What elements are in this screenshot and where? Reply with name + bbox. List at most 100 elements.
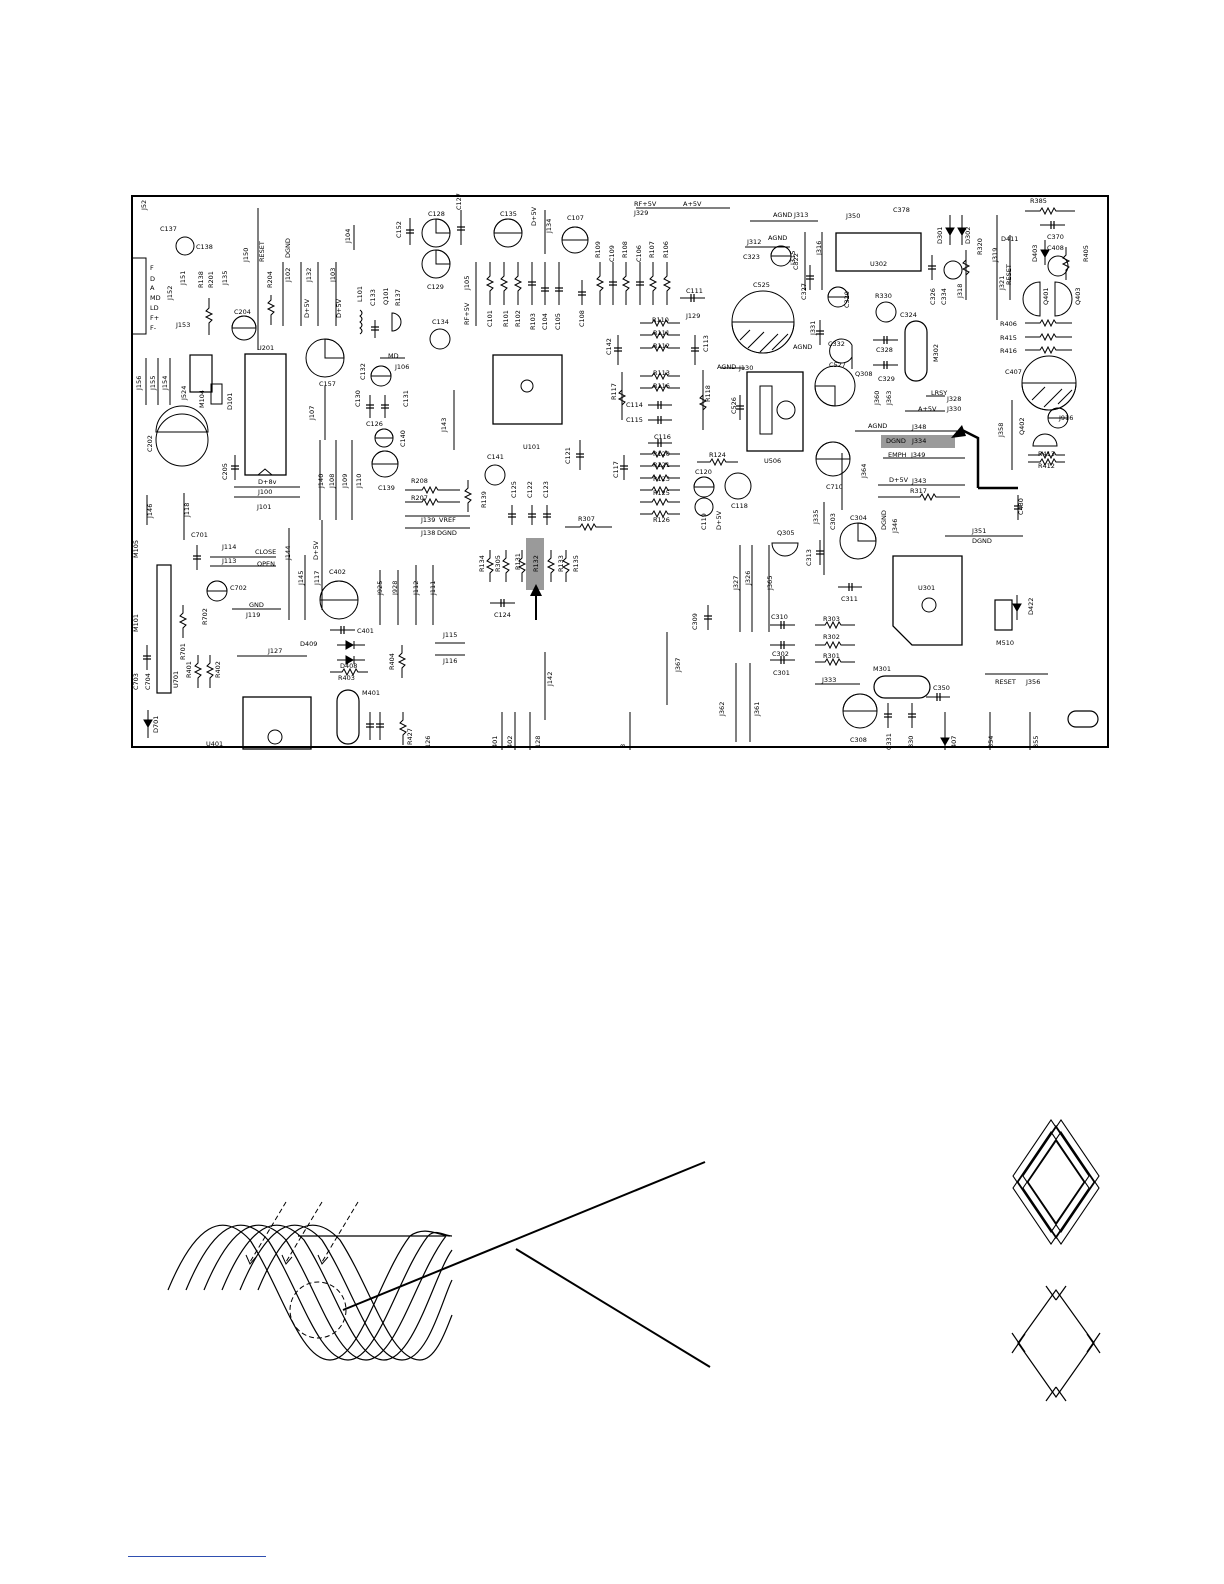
label-j154: J154 xyxy=(161,376,169,391)
label-r320: R320 xyxy=(976,238,984,255)
label-c701: C701 xyxy=(191,531,208,539)
cap-c134 xyxy=(429,328,451,350)
label-j103: J103 xyxy=(329,268,337,283)
label-c118: C118 xyxy=(731,502,748,510)
label-c117: C117 xyxy=(612,461,620,478)
label-c710: C710 xyxy=(826,483,843,491)
cap-c129 xyxy=(421,249,451,279)
label-c322: C322 xyxy=(792,253,800,270)
label-d101: D101 xyxy=(226,393,234,410)
label-j115: J115 xyxy=(442,631,457,639)
label-e-402: 402 xyxy=(506,736,514,748)
label-r111: R111 xyxy=(653,329,670,337)
diodes xyxy=(143,215,1050,750)
label-j106: J106 xyxy=(394,363,409,371)
label-c125: C125 xyxy=(510,481,518,498)
label-d422: D422 xyxy=(1027,598,1035,615)
label-u701: U701 xyxy=(172,671,180,688)
crystal-m401 xyxy=(336,689,360,745)
label-j102: J102 xyxy=(284,268,292,283)
label-c130: C130 xyxy=(354,390,362,407)
label-c204: C204 xyxy=(234,308,251,316)
cap-c126 xyxy=(374,428,394,448)
label-e-401: 401 xyxy=(491,736,499,748)
label-e-354: 354 xyxy=(987,736,995,748)
label-c302: C302 xyxy=(772,650,789,658)
label-j925: J925 xyxy=(376,581,384,596)
label-r132: R132 xyxy=(532,555,540,572)
label-j156: J156 xyxy=(135,376,143,391)
coil-l101 xyxy=(359,309,363,335)
label-c101: C101 xyxy=(486,310,494,327)
label-c137: C137 xyxy=(160,225,177,233)
label-c320: C320 xyxy=(843,291,851,308)
label-r125: R125 xyxy=(653,489,670,497)
label-c327: C327 xyxy=(800,283,808,300)
ic-u101 xyxy=(492,354,563,425)
cap-c139 xyxy=(371,450,399,478)
cap-c157 xyxy=(305,338,345,378)
label-q308: Q308 xyxy=(855,370,873,378)
label-r204: R204 xyxy=(266,271,274,288)
label-net-lrsy: LRSY xyxy=(931,389,947,397)
label-m302: M302 xyxy=(932,344,940,362)
circuit-board-layout: U201 U101 U506 U301 U302 U401 U701 C137 … xyxy=(131,193,1109,750)
label-e-355: 355 xyxy=(1032,736,1040,748)
label-r131: R131 xyxy=(514,553,522,570)
label-j334: J334 xyxy=(911,437,926,445)
label-j365: J365 xyxy=(766,576,774,591)
label-c310: C310 xyxy=(771,613,788,621)
label-r403: R403 xyxy=(338,674,355,682)
callout-line-lower xyxy=(515,1248,711,1368)
label-j150: J150 xyxy=(242,248,250,263)
label-u201: U201 xyxy=(257,344,274,352)
label-r102: R102 xyxy=(514,310,522,327)
footer-link-rule xyxy=(128,1556,266,1557)
label-c139: C139 xyxy=(378,484,395,492)
label-net-vref: VREF xyxy=(439,516,456,524)
label-r301: R301 xyxy=(823,652,840,660)
label-c313: C313 xyxy=(805,549,813,566)
label-j140: J140 xyxy=(317,474,325,489)
label-c111: C111 xyxy=(686,287,703,295)
label-j367: J367 xyxy=(674,658,682,673)
cap-c320 xyxy=(827,286,849,308)
label-d403: D403 xyxy=(1031,245,1039,262)
label-r412: R412 xyxy=(1038,462,1055,470)
label-net-reset: RESET xyxy=(995,678,1016,686)
label-j524: J524 xyxy=(180,386,188,401)
label-c402: C402 xyxy=(329,568,346,576)
label-c401: C401 xyxy=(357,627,374,635)
cap-c141 xyxy=(484,464,506,486)
label-net-agnd: AGND xyxy=(768,234,787,242)
label-c408: C408 xyxy=(1047,244,1064,252)
cap-c323 xyxy=(770,245,792,267)
label-j151: J151 xyxy=(179,271,187,286)
transistor-q305 xyxy=(771,542,799,557)
cap-c128 xyxy=(421,218,451,248)
label-r116: R116 xyxy=(653,382,670,390)
label-net-d8v: D+8v xyxy=(258,478,277,486)
label-r385: R385 xyxy=(1030,197,1047,205)
label-r112: R112 xyxy=(653,342,670,350)
label-c128: C128 xyxy=(428,210,445,218)
label-j358: J358 xyxy=(997,423,1005,438)
label-e-407: 407 xyxy=(950,736,958,748)
cap-c702 xyxy=(206,580,228,602)
mounting-hole xyxy=(1067,710,1099,728)
label-j114: J114 xyxy=(221,543,236,551)
label-j343: J343 xyxy=(911,477,926,485)
label-c430: C430 xyxy=(1017,498,1025,515)
cap-c132 xyxy=(370,365,392,387)
cap-c204 xyxy=(231,315,257,341)
label-j348: J348 xyxy=(911,423,926,431)
label-c131: C131 xyxy=(402,390,410,407)
label-e-330: 330 xyxy=(907,736,915,748)
label-r138: R138 xyxy=(197,271,205,288)
connector-m104 xyxy=(189,354,213,393)
label-c127: C127 xyxy=(455,193,463,210)
label-r101: R101 xyxy=(502,310,510,327)
connector-m105 xyxy=(156,564,172,694)
label-r118: R118 xyxy=(704,385,712,402)
label-r201: R201 xyxy=(207,271,215,288)
